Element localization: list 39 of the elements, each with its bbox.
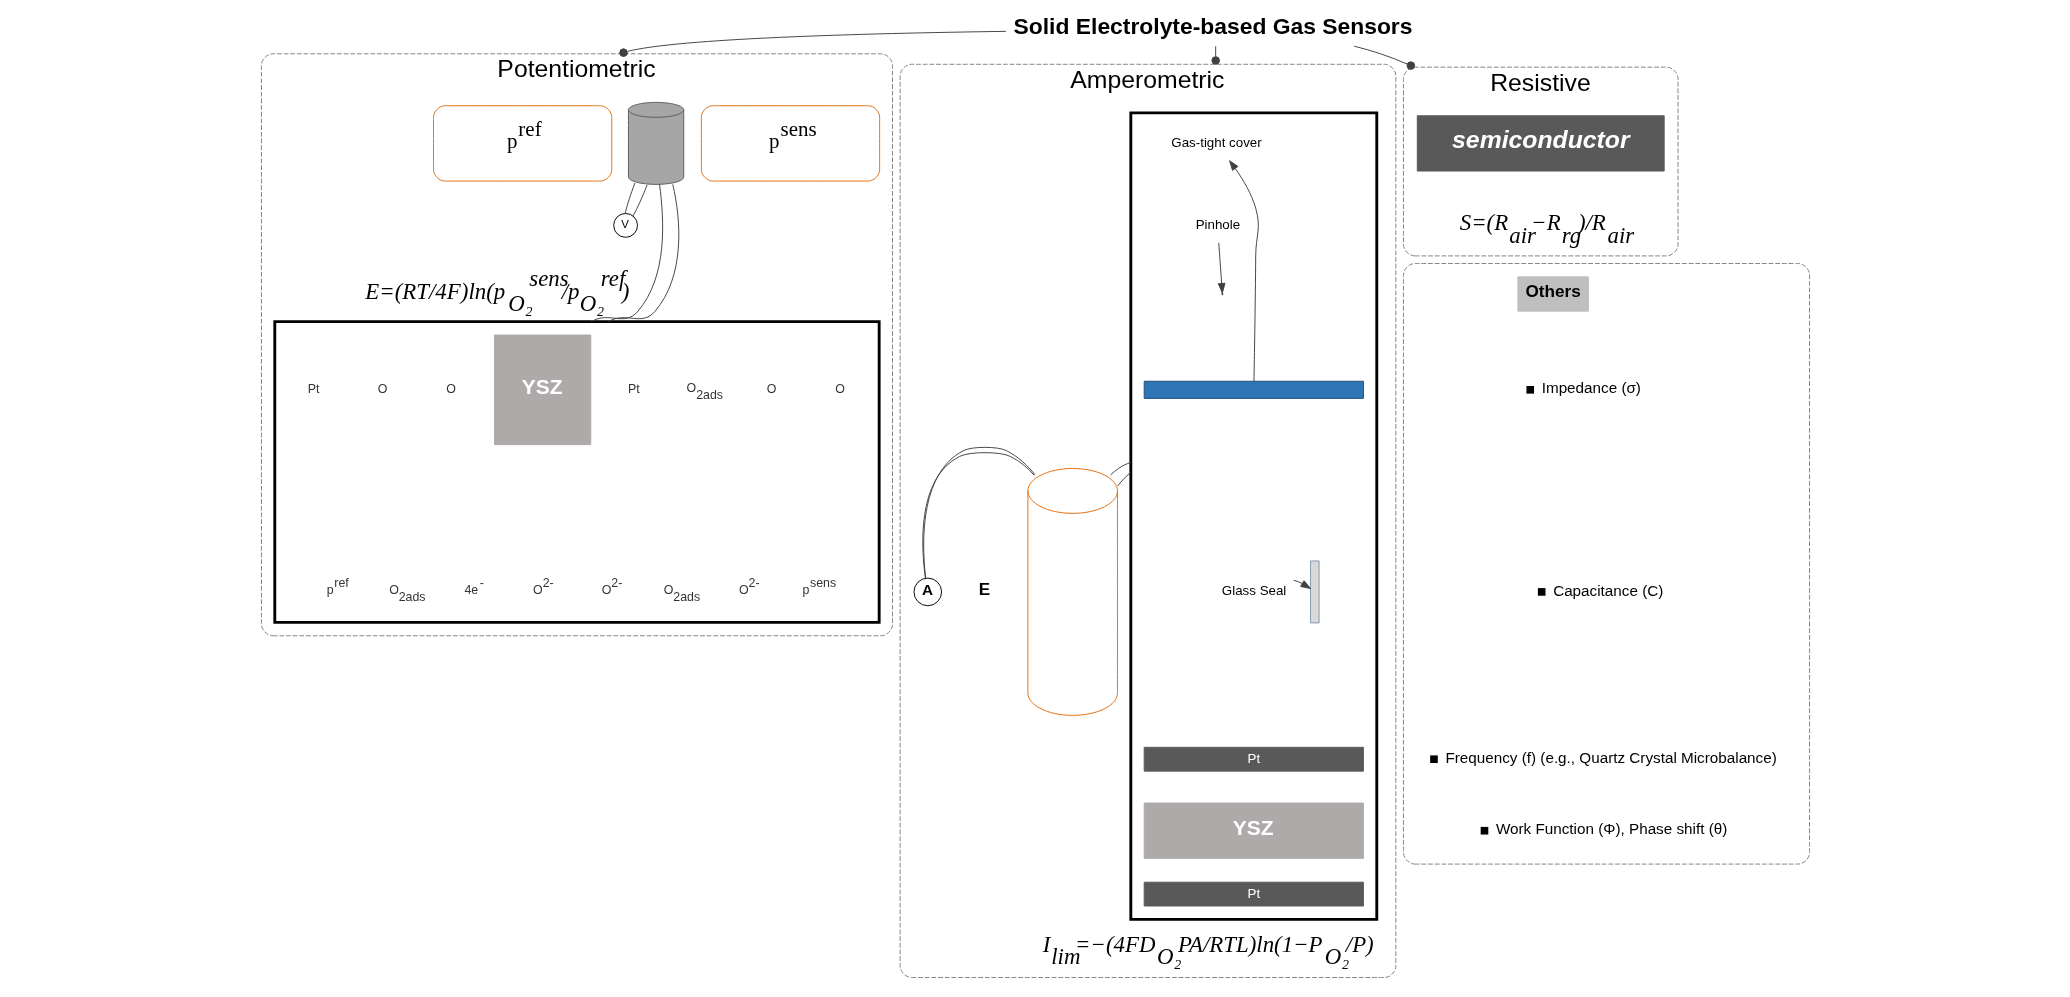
node-box: Pt xyxy=(1143,746,1364,772)
label: E xyxy=(978,579,990,600)
node-box: Pt xyxy=(1143,881,1364,907)
node-bar xyxy=(1143,380,1364,399)
node-box: YSZ xyxy=(1143,802,1364,859)
label: Frequency (f) (e.g., Quartz Crystal Microbalance) xyxy=(1444,748,1777,766)
label: O xyxy=(377,382,387,397)
node-text: Solid Electrolyte-based Gas Sensors xyxy=(1013,12,1412,39)
connector xyxy=(1116,471,1131,487)
label: Capacitance (C) xyxy=(1552,581,1663,599)
label: Pt xyxy=(307,382,319,397)
node-text: Gas-tight cover xyxy=(1170,134,1262,150)
label: O xyxy=(834,382,845,397)
node-box: Others xyxy=(1516,276,1589,312)
connector xyxy=(618,30,1006,57)
connector xyxy=(1353,45,1415,70)
node-circle: A xyxy=(913,577,942,607)
cluster xyxy=(272,320,881,624)
node-bar xyxy=(1309,560,1320,624)
connector xyxy=(1210,45,1220,65)
arrow xyxy=(1228,160,1259,382)
label: Pt xyxy=(627,382,640,397)
connector xyxy=(590,184,663,323)
node-circle: V xyxy=(612,213,638,238)
connector xyxy=(607,183,679,323)
connector xyxy=(1109,461,1131,476)
cluster xyxy=(1402,263,1810,865)
cluster xyxy=(1128,111,1378,921)
node-box: semiconductor xyxy=(1416,115,1665,172)
connector xyxy=(631,184,648,217)
connector xyxy=(624,182,635,214)
node-text: Pinhole xyxy=(1195,216,1240,232)
arrow xyxy=(1292,579,1311,590)
label: Impedance (σ) xyxy=(1541,379,1641,397)
label: Work Function (Φ), Phase shift (θ) xyxy=(1495,820,1727,838)
label: O xyxy=(445,382,456,397)
node-text: Glass Seal xyxy=(1221,583,1286,599)
node-box: YSZ xyxy=(493,334,591,446)
label: O xyxy=(766,382,776,397)
